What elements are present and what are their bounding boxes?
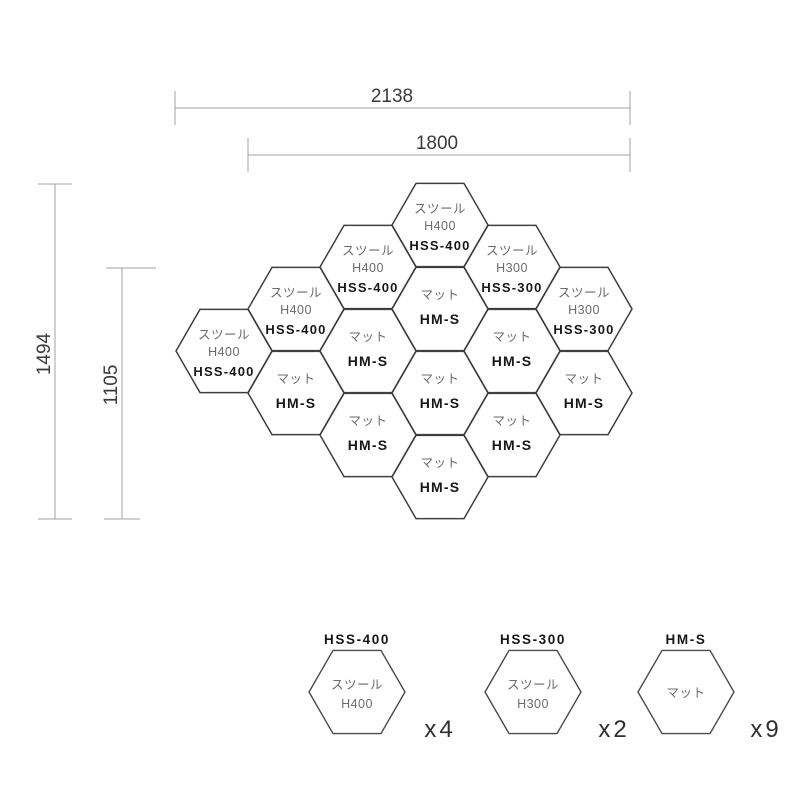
tile-label-jp: スツール bbox=[558, 286, 610, 300]
legend-code-label: HSS-400 bbox=[324, 632, 390, 647]
tile-height-label: H400 bbox=[424, 219, 456, 233]
hex-tile-hss400: スツール H400 HSS-400 bbox=[391, 182, 489, 268]
legend-height-label: H400 bbox=[341, 697, 373, 711]
hex-tile-hss400: スツール H400 HSS-400 bbox=[175, 308, 273, 394]
tile-label-jp: マット bbox=[348, 414, 387, 428]
tile-height-label: H400 bbox=[208, 345, 240, 359]
tile-code-label: HSS-400 bbox=[265, 322, 326, 337]
dimension-overall-width: 2138 bbox=[174, 86, 631, 125]
tile-height-label: H400 bbox=[352, 261, 384, 275]
tile-code-label: HM-S bbox=[564, 395, 605, 411]
hexagon-grid: スツール H400 HSS-400 スツール H400 HSS-400 スツール… bbox=[175, 182, 633, 520]
tile-label-jp: スツール bbox=[198, 328, 250, 342]
dimension-value-overall-width: 2138 bbox=[371, 86, 413, 107]
tile-label-jp: マット bbox=[420, 372, 459, 386]
legend-label-jp: スツール bbox=[507, 678, 559, 692]
legend-item-hss300: HSS-300 スツール H300 x2 bbox=[484, 632, 629, 743]
dimension-value-overall-height: 1494 bbox=[34, 332, 55, 375]
tile-label-jp: マット bbox=[492, 414, 531, 428]
legend-item-hss400: HSS-400 スツール H400 x4 bbox=[308, 632, 455, 743]
legend-count-label: x9 bbox=[750, 716, 781, 743]
tile-label-jp: スツール bbox=[486, 244, 538, 258]
tile-code-label: HSS-400 bbox=[337, 280, 398, 295]
tile-height-label: H400 bbox=[280, 303, 312, 317]
tile-code-label: HM-S bbox=[420, 311, 461, 327]
dimension-inner-width: 1800 bbox=[247, 133, 631, 172]
tile-code-label: HM-S bbox=[420, 479, 461, 495]
tile-label-jp: スツール bbox=[270, 286, 322, 300]
dimension-overall-height: 1494 bbox=[34, 183, 72, 520]
dimension-value-inner-height: 1105 bbox=[101, 365, 122, 406]
legend: HSS-400 スツール H400 x4 HSS-300 スツール H300 x… bbox=[308, 632, 781, 743]
hex-tile-hms: マット HM-S bbox=[391, 434, 489, 520]
tile-code-label: HM-S bbox=[348, 353, 389, 369]
tile-code-label: HM-S bbox=[276, 395, 317, 411]
tile-label-jp: スツール bbox=[342, 244, 394, 258]
hex-tile-hms: マット HM-S bbox=[535, 350, 633, 436]
hex-tile-hms: マット HM-S bbox=[247, 350, 345, 436]
tile-label-jp: マット bbox=[276, 372, 315, 386]
tile-label-jp: スツール bbox=[414, 202, 466, 216]
tile-code-label: HSS-400 bbox=[193, 364, 254, 379]
legend-hexagon-outline bbox=[308, 649, 406, 735]
legend-count-label: x4 bbox=[424, 716, 455, 743]
legend-code-label: HSS-300 bbox=[500, 632, 566, 647]
hex-tile-hms: マット HM-S bbox=[463, 392, 561, 478]
tile-label-jp: マット bbox=[348, 330, 387, 344]
tile-code-label: HSS-300 bbox=[553, 322, 614, 337]
hex-tile-hss300: スツール H300 HSS-300 bbox=[463, 224, 561, 310]
tile-code-label: HSS-300 bbox=[481, 280, 542, 295]
legend-height-label: H300 bbox=[517, 697, 549, 711]
tile-height-label: H300 bbox=[496, 261, 528, 275]
tile-code-label: HSS-400 bbox=[409, 238, 470, 253]
legend-item-hms: HM-S マット x9 bbox=[637, 632, 781, 743]
tile-label-jp: マット bbox=[420, 288, 459, 302]
legend-code-label: HM-S bbox=[666, 632, 707, 647]
tile-label-jp: マット bbox=[492, 330, 531, 344]
legend-hexagon-outline bbox=[637, 649, 735, 735]
legend-hexagon-outline bbox=[484, 649, 582, 735]
tile-label-jp: マット bbox=[564, 372, 603, 386]
hexagon-outline bbox=[391, 434, 489, 520]
legend-label-jp: スツール bbox=[331, 678, 383, 692]
hex-tile-hms: マット HM-S bbox=[319, 308, 417, 394]
legend-label-jp: マット bbox=[666, 686, 705, 700]
dimension-value-inner-width: 1800 bbox=[416, 133, 458, 154]
tile-label-jp: マット bbox=[420, 456, 459, 470]
hex-tile-hss400: スツール H400 HSS-400 bbox=[247, 266, 345, 352]
tile-code-label: HM-S bbox=[420, 395, 461, 411]
tile-code-label: HM-S bbox=[492, 437, 533, 453]
dimension-inner-height: 1105 bbox=[101, 267, 156, 520]
hex-tile-hss300: スツール H300 HSS-300 bbox=[535, 266, 633, 352]
legend-count-label: x2 bbox=[598, 716, 629, 743]
tile-height-label: H300 bbox=[568, 303, 600, 317]
tile-code-label: HM-S bbox=[492, 353, 533, 369]
tile-code-label: HM-S bbox=[348, 437, 389, 453]
